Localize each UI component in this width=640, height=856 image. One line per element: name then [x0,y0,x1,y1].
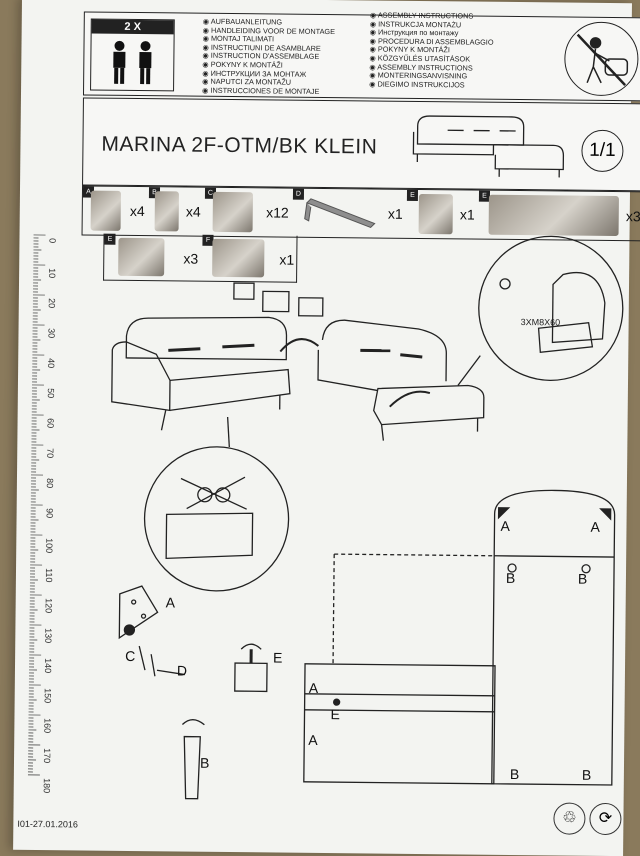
foot-part-e-diagram [235,644,267,691]
document-code: I01-27.01.2016 [17,819,78,830]
assembly-diagram: 3XM8X60 [13,0,632,856]
plan-label-e: E [330,706,340,722]
connector-icon [234,283,254,299]
label-b: B [200,755,210,771]
foot-detail-circle [478,236,624,382]
layout-plan-diagram [304,488,615,785]
screw-size-label: 3XM8X60 [521,317,561,327]
plan-label-a-right: A [590,519,600,535]
plan-label-b-left: B [506,570,516,586]
label-d: D [177,662,187,678]
label-c: C [125,648,135,664]
plan-label-b-bottom-right: B [582,767,592,783]
recycle-icon: ♲ [553,802,585,834]
refresh-arrow-icon: ⟳ [589,803,621,835]
corner-sofa-drawing [317,320,484,442]
two-seat-sofa-drawing [111,316,290,432]
label-a: A [166,594,176,610]
connector-icon [299,298,323,316]
instruction-sheet: 2 X ◉ AUFBAUANLEITUNG ◉ HANDLEIDING VOOR… [13,0,632,856]
bracket-part-a-diagram [119,586,158,638]
plan-label-b-bottom-left: B [510,766,520,782]
plan-label-a-mid: A [309,680,319,696]
plan-label-a-bottom: A [308,732,318,748]
plan-label-a-left: A [500,518,510,534]
connector-icon [263,291,289,311]
label-e: E [273,649,283,665]
plan-label-b-right: B [578,571,588,587]
staple-detail-circle [144,446,290,592]
